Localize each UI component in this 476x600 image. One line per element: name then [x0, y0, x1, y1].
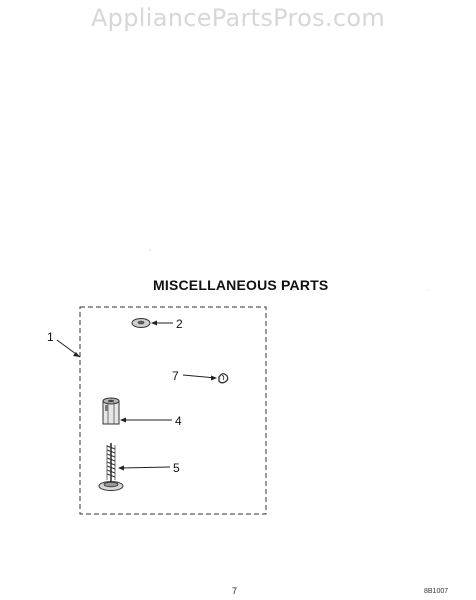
- leader-line-clip: [182, 374, 217, 379]
- callout-label-spacer: 4: [175, 414, 182, 428]
- leader-arrow-spacer: [120, 417, 126, 423]
- clip-part: [218, 373, 229, 384]
- screw-part: [98, 443, 124, 491]
- leader-arrow-kit: [73, 352, 80, 357]
- callout-label-clip: 7: [172, 369, 179, 383]
- leader-arrow-screw: [118, 465, 124, 471]
- leader-line-screw: [118, 466, 171, 469]
- watermark-text: AppliancePartsPros.com: [90, 4, 386, 32]
- callout-label-screw: 5: [173, 461, 180, 475]
- scan-speck: [427, 289, 429, 291]
- scan-speck: [149, 249, 151, 251]
- kit-boundary: [79, 306, 267, 515]
- washer-part: [131, 318, 151, 328]
- callout-label-washer: 2: [176, 317, 183, 331]
- scan-speck: [39, 487, 41, 489]
- callout-label-kit: 1: [47, 330, 54, 344]
- leader-arrow-clip: [211, 375, 217, 381]
- page-number: 7: [232, 586, 238, 596]
- section-title: MISCELLANEOUS PARTS: [153, 277, 329, 293]
- leader-arrow-washer: [151, 320, 157, 326]
- diagram-code: 8B1007: [424, 588, 449, 595]
- spacer-part: [102, 397, 120, 425]
